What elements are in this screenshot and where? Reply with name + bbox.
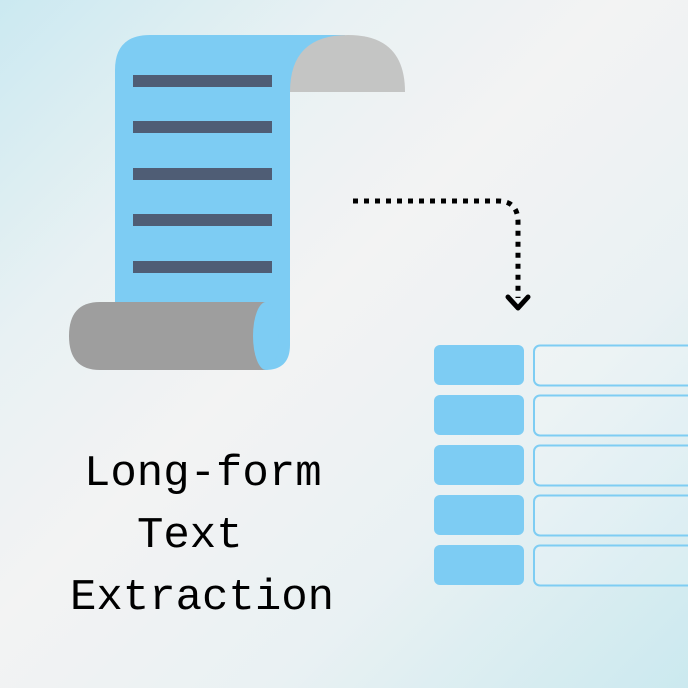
- table-value-cell: [533, 344, 688, 387]
- scroll-roll-end: [253, 302, 279, 370]
- table-icon: [434, 344, 688, 587]
- scroll-top-curl: [290, 35, 405, 92]
- table-key-cell: [434, 345, 524, 385]
- text-line: [133, 261, 272, 273]
- text-line: [133, 214, 272, 226]
- text-line: [133, 75, 272, 87]
- table-value-cell: [533, 444, 688, 487]
- text-line: [133, 121, 272, 133]
- table-key-cell: [434, 545, 524, 585]
- table-value-cell: [533, 394, 688, 437]
- dotted-arrow-icon: [353, 198, 531, 311]
- title-line-3: Extraction: [70, 573, 335, 623]
- text-line: [133, 168, 272, 180]
- title-line-2: Text: [137, 511, 243, 561]
- table-key-cell: [434, 445, 524, 485]
- table-value-cell: [533, 494, 688, 537]
- scroll-paper: [115, 35, 345, 370]
- scroll-icon: [69, 35, 405, 370]
- table-value-cell: [533, 544, 688, 587]
- table-key-cell: [434, 495, 524, 535]
- table-key-cell: [434, 395, 524, 435]
- scroll-bottom-roll: [69, 302, 266, 370]
- title-line-1: Long-form: [84, 449, 322, 499]
